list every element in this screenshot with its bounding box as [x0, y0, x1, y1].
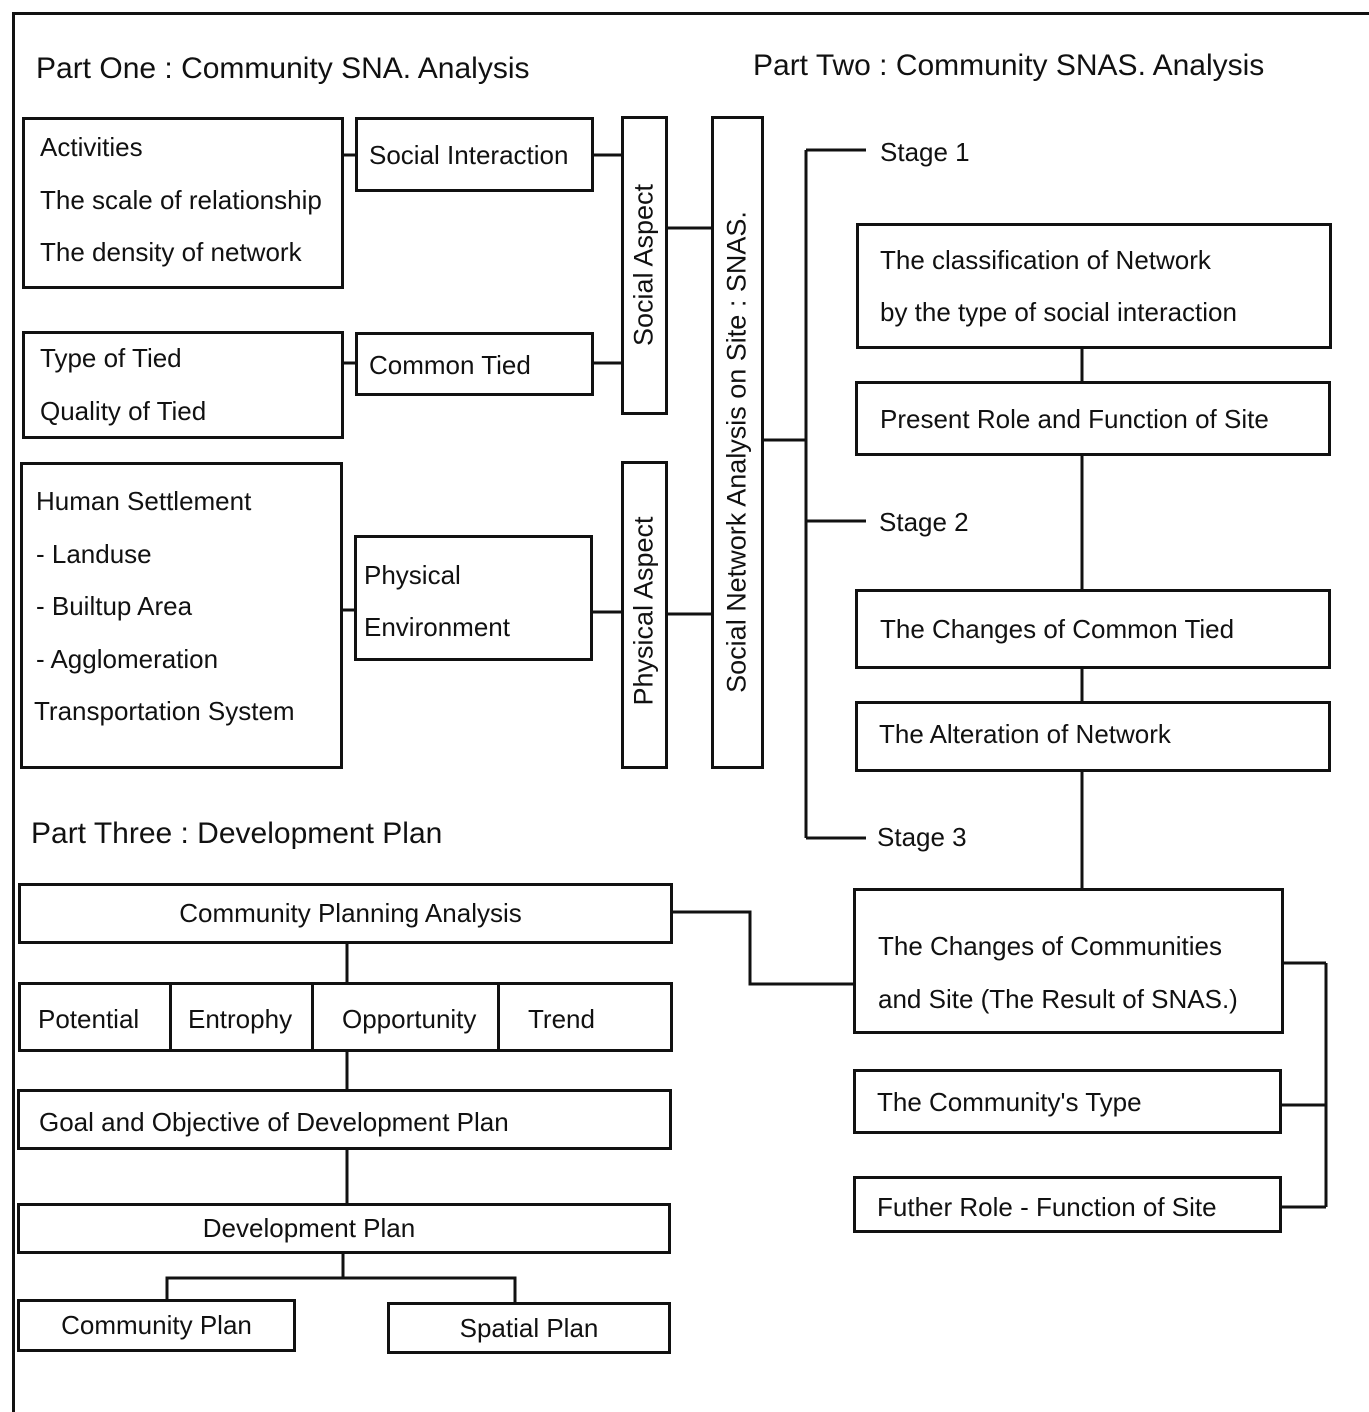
factor-trend: Trend [528, 1004, 595, 1034]
social-factor-scale: The scale of relationship [40, 185, 322, 215]
social-factor-density: The density of network [40, 237, 302, 267]
factor-divider [169, 985, 172, 1049]
community-plan-box: Community Plan [17, 1299, 296, 1352]
common-tied-label: Common Tied [369, 350, 531, 380]
spatial-plan-label: Spatial Plan [459, 1313, 599, 1343]
alteration-label: The Alteration of Network [879, 719, 1171, 749]
physical-factor-agglomeration: - Agglomeration [36, 644, 219, 674]
physical-env-line1: Physical [364, 560, 461, 590]
physical-factor-settlement: Human Settlement [36, 486, 252, 516]
community-type-label: The Community's Type [877, 1087, 1142, 1117]
factor-divider [497, 985, 500, 1049]
part-three-title: Part Three : Development Plan [31, 817, 443, 850]
part-one-title: Part One : Community SNA. Analysis [36, 52, 530, 85]
social-factor-activities: Activities [40, 132, 143, 162]
snas-label: Social Network Analysis on Site : SNAS. [721, 211, 752, 693]
classification-line1: The classification of Network [880, 245, 1211, 275]
physical-factors-box: Human Settlement - Landuse - Builtup Are… [20, 462, 343, 769]
planning-analysis-label: Community Planning Analysis [179, 898, 522, 928]
physical-env-line2: Environment [364, 612, 510, 642]
physical-factor-builtup: - Builtup Area [36, 591, 193, 621]
physical-aspect-bar [621, 461, 668, 769]
planning-analysis-box: Community Planning Analysis [18, 883, 673, 944]
development-plan-label: Development Plan [202, 1213, 416, 1243]
factors-row: Potential Entrophy Opportunity Trend [18, 982, 673, 1052]
factor-potential: Potential [38, 1004, 140, 1034]
physical-factor-landuse: - Landuse [36, 539, 152, 569]
factor-opportunity: Opportunity [342, 1004, 477, 1034]
social-interaction-box: Social Interaction [355, 117, 594, 192]
classification-line2: by the type of social interaction [880, 297, 1237, 327]
stage-2-label: Stage 2 [879, 507, 969, 537]
physical-environment-box: Physical Environment [354, 535, 593, 661]
alteration-box: The Alteration of Network [855, 701, 1331, 772]
social-factors-box: Activities The scale of relationship The… [22, 117, 344, 289]
part-two-title: Part Two : Community SNAS. Analysis [753, 49, 1265, 82]
diagram-frame [12, 12, 1369, 1412]
tied-quality-label: Quality of Tied [40, 396, 207, 426]
goal-box: Goal and Objective of Development Plan [17, 1089, 672, 1150]
community-type-box: The Community's Type [853, 1069, 1282, 1134]
goal-label: Goal and Objective of Development Plan [39, 1107, 509, 1137]
changes-communities-line1: The Changes of Communities [878, 931, 1222, 961]
social-interaction-label: Social Interaction [369, 140, 569, 170]
further-role-box: Futher Role - Function of Site [853, 1176, 1282, 1233]
spatial-plan-box: Spatial Plan [387, 1302, 671, 1354]
classification-box: The classification of Network by the typ… [856, 223, 1332, 349]
present-role-box: Present Role and Function of Site [855, 381, 1331, 456]
further-role-label: Futher Role - Function of Site [877, 1192, 1217, 1222]
stage-1-label: Stage 1 [880, 137, 970, 167]
stage-3-label: Stage 3 [877, 822, 967, 852]
tied-factors-box: Type of Tied Quality of Tied [22, 331, 344, 439]
physical-aspect-label: Physical Aspect [628, 516, 659, 706]
snas-bar [711, 116, 764, 769]
changes-tied-label: The Changes of Common Tied [880, 614, 1235, 644]
tied-type-label: Type of Tied [40, 343, 182, 373]
factor-entrophy: Entrophy [188, 1004, 293, 1034]
physical-factor-transportation: Transportation System [34, 696, 295, 726]
changes-tied-box: The Changes of Common Tied [855, 589, 1331, 669]
development-plan-box: Development Plan [17, 1203, 671, 1254]
changes-communities-box: The Changes of Communities and Site (The… [853, 888, 1284, 1034]
social-aspect-bar [621, 116, 668, 415]
community-plan-label: Community Plan [61, 1310, 252, 1340]
factor-divider [311, 985, 314, 1049]
common-tied-box: Common Tied [355, 332, 594, 396]
social-aspect-label: Social Aspect [628, 183, 659, 347]
changes-communities-line2: and Site (The Result of SNAS.) [878, 984, 1238, 1014]
present-role-label: Present Role and Function of Site [880, 404, 1269, 434]
